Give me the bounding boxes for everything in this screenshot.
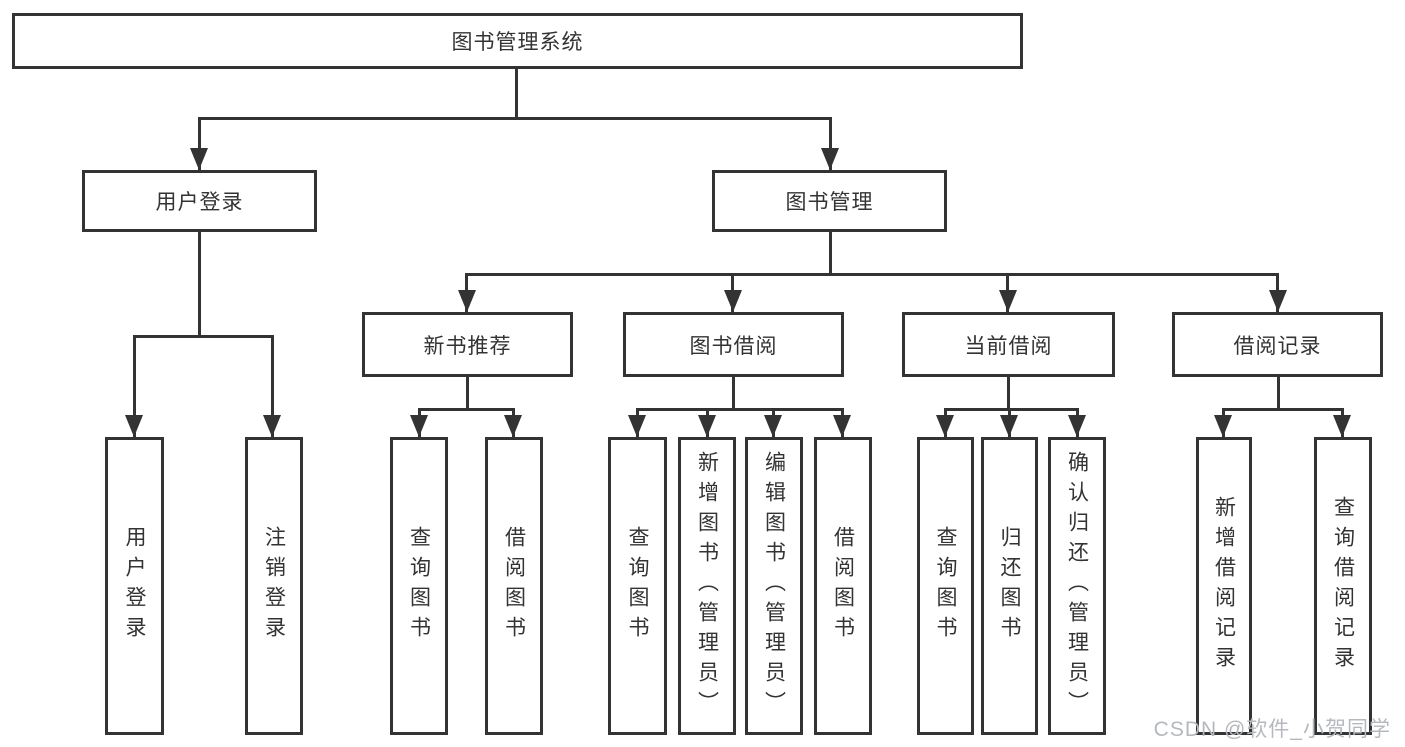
leaf-add-borrow-record: 新增借阅记录 [1196,437,1252,735]
node-user-login: 用户登录 [82,170,317,232]
leaf-return-books-label: 归还图书 [998,526,1021,646]
leaf-add-books-admin-label: 新增图书（管理员） [695,451,719,721]
leaf-borrow-books-recommend-label: 借阅图书 [502,526,526,646]
node-root-label: 图书管理系统 [451,31,584,54]
leaf-user-login-label: 用户登录 [123,526,146,646]
connector-line [829,232,832,273]
connector-line [829,117,832,170]
arrow-down-icon [1333,415,1351,437]
arrow-down-icon [821,148,839,170]
node-root: 图书管理系统 [12,13,1023,69]
connector-line [1222,408,1344,411]
node-book-borrow-label: 图书借阅 [689,334,778,358]
connector-line [198,117,201,170]
leaf-confirm-return-admin: 确认归还（管理员） [1048,437,1106,735]
arrow-down-icon [1000,415,1018,437]
leaf-borrow-books-recommend: 借阅图书 [485,437,543,735]
leaf-borrow-books-label: 借阅图书 [831,526,855,646]
connector-line [418,408,515,411]
connector-line [198,232,201,335]
arrow-down-icon [458,290,476,312]
arrow-down-icon [833,415,851,437]
leaf-query-books-borrow: 查询图书 [608,437,667,735]
leaf-user-login: 用户登录 [105,437,164,735]
connector-line [515,68,518,119]
leaf-edit-books-admin: 编辑图书（管理员） [745,437,803,735]
leaf-query-borrow-record: 查询借阅记录 [1314,437,1372,735]
connector-line [1007,377,1010,408]
arrow-down-icon [764,415,782,437]
arrow-down-icon [1214,415,1232,437]
arrow-down-icon [724,290,742,312]
connector-line [133,335,136,437]
node-book-management: 图书管理 [712,170,947,232]
node-borrow-records: 借阅记录 [1172,312,1383,377]
leaf-query-books-recommend: 查询图书 [390,437,448,735]
leaf-query-books-recommend-label: 查询图书 [407,526,431,646]
node-new-book-recommend-label: 新书推荐 [423,334,512,358]
arrow-down-icon [504,415,522,437]
connector-line [1277,377,1280,408]
node-user-login-label: 用户登录 [155,191,244,214]
arrow-down-icon [698,415,716,437]
leaf-query-books-borrow-label: 查询图书 [626,526,649,646]
connector-line [271,335,274,437]
leaf-add-borrow-record-label: 新增借阅记录 [1212,496,1236,676]
node-borrow-records-label: 借阅记录 [1233,334,1322,358]
arrow-down-icon [1269,290,1287,312]
arrow-down-icon [125,415,143,437]
leaf-borrow-books: 借阅图书 [814,437,872,735]
arrow-down-icon [263,415,281,437]
connector-line [732,377,735,408]
leaf-logout-label: 注销登录 [262,526,286,646]
leaf-query-books-current: 查询图书 [917,437,974,735]
node-current-borrow: 当前借阅 [902,312,1115,377]
leaf-return-books: 归还图书 [981,437,1038,735]
connector-line [465,273,1279,276]
arrow-down-icon [936,415,954,437]
connector-line [466,377,469,408]
arrow-down-icon [190,148,208,170]
leaf-edit-books-admin-label: 编辑图书（管理员） [762,451,786,721]
arrow-down-icon [1068,415,1086,437]
connector-line [133,335,274,338]
node-book-management-label: 图书管理 [785,191,874,214]
connector-line [944,408,1079,411]
node-new-book-recommend: 新书推荐 [362,312,573,377]
node-current-borrow-label: 当前借阅 [964,334,1053,358]
node-book-borrow: 图书借阅 [623,312,844,377]
leaf-query-books-current-label: 查询图书 [934,526,957,646]
arrow-down-icon [410,415,428,437]
leaf-logout: 注销登录 [245,437,303,735]
connector-line [198,117,832,120]
leaf-add-books-admin: 新增图书（管理员） [678,437,736,735]
csdn-watermark: CSDN @软件_小贺同学 [1153,718,1391,741]
arrow-down-icon [999,290,1017,312]
arrow-down-icon [628,415,646,437]
leaf-confirm-return-admin-label: 确认归还（管理员） [1065,451,1089,721]
connector-line [636,408,844,411]
leaf-query-borrow-record-label: 查询借阅记录 [1331,496,1355,676]
